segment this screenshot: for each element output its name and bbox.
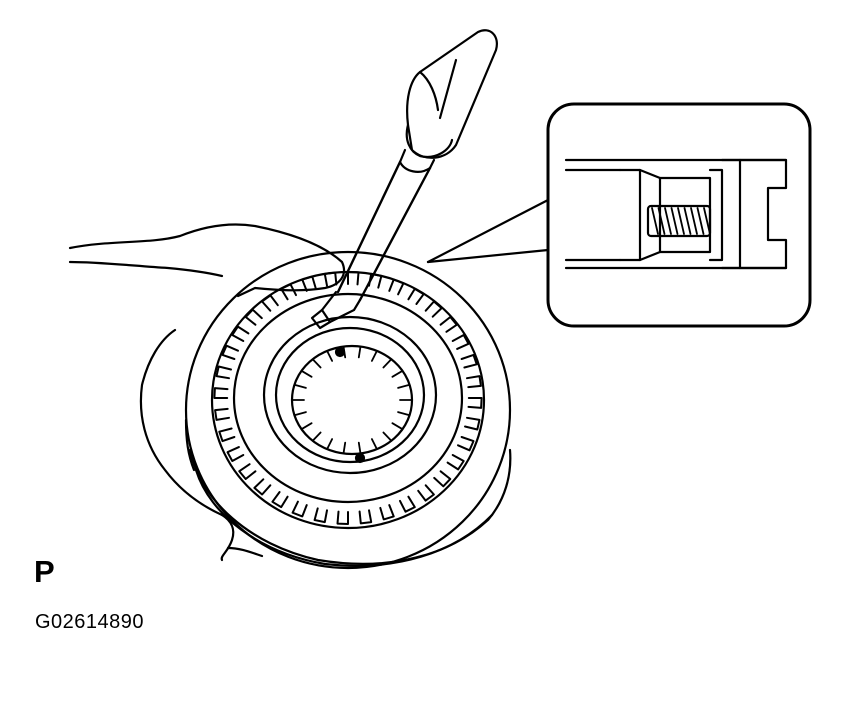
callout-pointer xyxy=(426,198,550,264)
gear-tooth xyxy=(244,308,263,326)
spline-line xyxy=(357,345,362,359)
gear-tooth xyxy=(451,334,470,350)
gear-tooth xyxy=(457,436,475,452)
gear-tooth xyxy=(464,416,481,431)
gear-tooth xyxy=(323,271,338,287)
view-label: P xyxy=(34,554,55,589)
spring-coil xyxy=(657,207,666,235)
screwdriver-icon xyxy=(310,29,498,330)
spline-line xyxy=(311,431,322,442)
hand-icon xyxy=(68,223,346,562)
gear-tooth xyxy=(424,300,443,318)
gear-tooth xyxy=(399,495,416,513)
gear-tooth xyxy=(218,427,236,443)
spline-line xyxy=(370,438,378,451)
synchronizer-hub-icon xyxy=(184,250,512,570)
gear-tooth xyxy=(213,387,229,399)
spline-line xyxy=(311,358,322,369)
spline-line xyxy=(370,349,378,362)
gear-tooth xyxy=(466,375,482,389)
gear-tooth xyxy=(388,278,405,296)
spline-line xyxy=(342,441,347,455)
spline-line xyxy=(326,349,334,362)
spline-line xyxy=(326,438,334,451)
spring-coil xyxy=(664,207,672,235)
gear-tooth xyxy=(261,294,279,312)
gear-tooth xyxy=(313,507,328,524)
gear-tooth xyxy=(358,509,373,525)
figure-code: G02614890 xyxy=(35,611,145,633)
gear-tooth xyxy=(439,316,458,333)
gear-tooth xyxy=(226,446,245,462)
spline-line xyxy=(300,369,313,378)
spline-line xyxy=(293,411,307,417)
gear-tooth xyxy=(336,510,349,525)
spline-line xyxy=(300,422,313,431)
gear-tooth xyxy=(238,463,257,480)
gear-tooth xyxy=(221,344,239,360)
spring-coil xyxy=(651,207,659,235)
spline-line xyxy=(357,441,362,455)
gear-tooth xyxy=(215,365,232,380)
gear-tooth xyxy=(379,504,395,521)
gear-tooth xyxy=(407,287,425,305)
gear-tooth xyxy=(467,397,483,409)
spline-line xyxy=(397,383,411,389)
gear-tooth xyxy=(214,407,230,421)
gear-tooth xyxy=(347,271,360,286)
spline-line xyxy=(293,383,307,389)
spring-coil xyxy=(683,207,692,235)
gear-tooth xyxy=(301,275,317,292)
spring-coil xyxy=(690,207,698,235)
gear-tooth xyxy=(433,470,452,488)
gear-tooth xyxy=(417,484,435,502)
spline-line xyxy=(397,411,411,417)
spline-line xyxy=(391,422,404,431)
spline-line xyxy=(382,431,393,442)
spring-coil xyxy=(677,207,685,235)
spring-coil xyxy=(696,207,705,235)
gear-tooth xyxy=(253,478,272,496)
spring-coil xyxy=(670,207,679,235)
spline-line xyxy=(391,369,404,378)
gear-tooth xyxy=(280,283,297,301)
gear-tooth xyxy=(271,491,289,509)
spline-line xyxy=(382,358,393,369)
gear-tooth xyxy=(231,325,250,342)
key-spring-detail-icon xyxy=(546,102,812,328)
gear-tooth xyxy=(446,454,465,471)
gear-tooth xyxy=(460,353,478,369)
gear-tooth xyxy=(291,500,308,518)
